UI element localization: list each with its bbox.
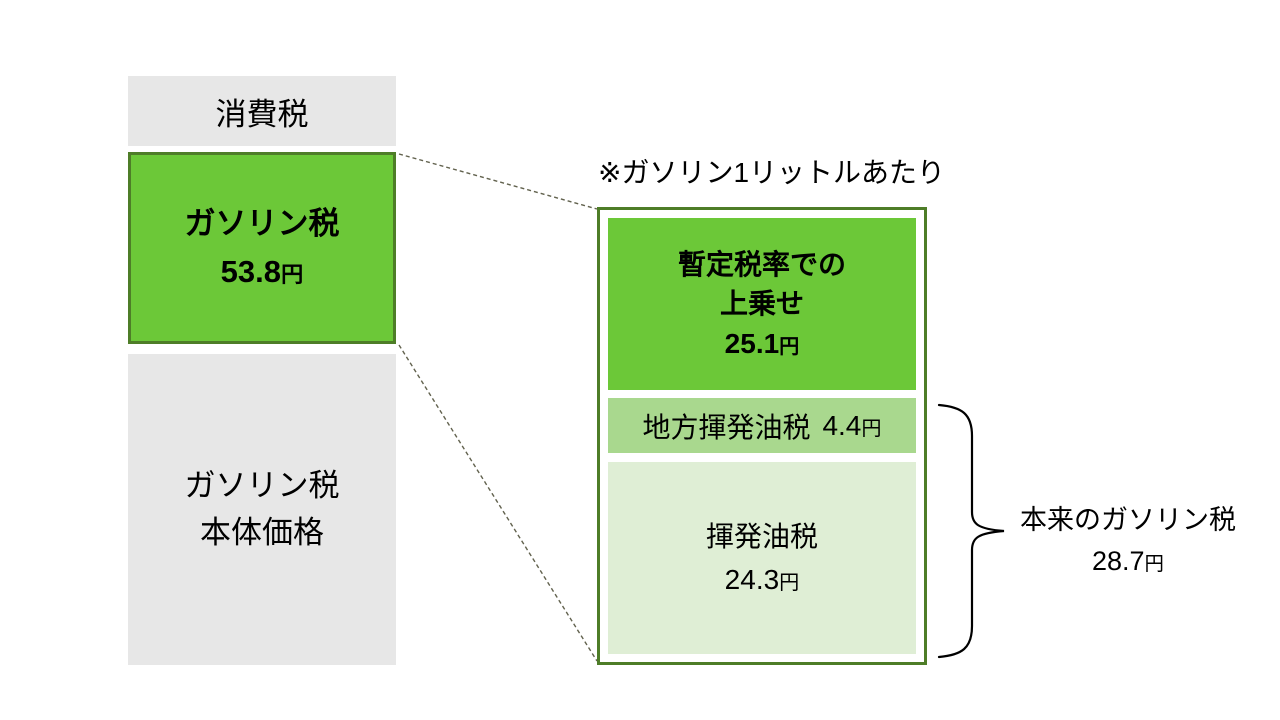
- original-tax-value: 28.7円: [1091, 545, 1164, 576]
- gasoline-tax-box: ガソリン税 53.8円: [128, 152, 396, 344]
- dashed-connector-bottom: [398, 344, 598, 662]
- original-gasoline-tax-label: 本来のガソリン税 28.7円: [1000, 500, 1256, 581]
- gasoline-tax-title: ガソリン税: [184, 205, 340, 241]
- base-price-line2: 本体価格: [200, 514, 324, 550]
- base-price-line1: ガソリン税: [184, 468, 340, 503]
- base-price-box: ガソリン税 本体価格: [128, 354, 396, 665]
- per-liter-note: ※ガソリン1リットルあたり: [598, 157, 946, 188]
- local-tax-label: 地方揮発油税: [642, 411, 811, 443]
- gasoline-excise-tax-segment: 揮発油税 24.3円: [608, 462, 916, 654]
- dashed-connector-top: [398, 153, 598, 210]
- provisional-line1: 暫定税率での: [677, 249, 846, 281]
- excise-tax-label: 揮発油税: [705, 520, 818, 552]
- consumption-tax-label: 消費税: [215, 96, 309, 132]
- local-gasoline-tax-segment: 地方揮発油税 4.4円: [608, 398, 916, 453]
- breakdown-panel: 暫定税率での 上乗せ 25.1円 地方揮発油税 4.4円 揮発油税 24.3円: [597, 207, 927, 665]
- local-tax-value: 4.4円: [822, 409, 882, 441]
- original-tax-title: 本来のガソリン税: [1020, 505, 1236, 535]
- provisional-surcharge-segment: 暫定税率での 上乗せ 25.1円: [608, 218, 916, 390]
- consumption-tax-box: 消費税: [128, 76, 396, 146]
- gasoline-tax-value: 53.8円: [220, 254, 304, 289]
- curly-brace-icon: [937, 403, 1005, 659]
- excise-tax-value: 24.3円: [724, 564, 800, 595]
- provisional-value: 25.1円: [724, 327, 800, 359]
- provisional-line2: 上乗せ: [719, 288, 804, 320]
